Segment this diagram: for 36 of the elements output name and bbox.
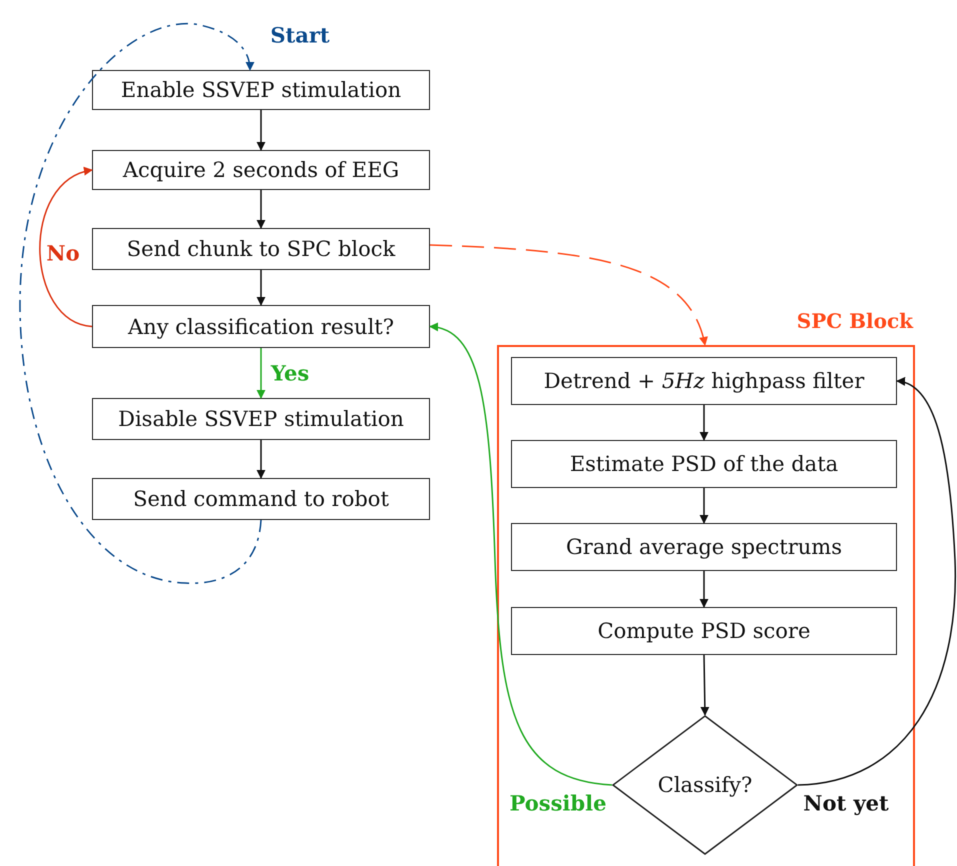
node-text: Detrend + 5Hz highpass filter	[544, 369, 864, 393]
process-box	[92, 478, 430, 520]
arrow	[256, 440, 266, 479]
arrow	[256, 348, 266, 399]
node-text: Acquire 2 seconds of EEG	[122, 158, 400, 182]
group-heading: SPC Block	[796, 309, 913, 333]
node-text: Classify?	[658, 773, 752, 797]
arrow	[256, 110, 266, 151]
process-box	[511, 523, 897, 571]
arrow	[430, 244, 708, 346]
node-text: Any classification result?	[128, 314, 394, 338]
process-box	[92, 228, 430, 270]
arrow	[19, 23, 262, 584]
arrow	[256, 190, 266, 229]
arrow	[700, 488, 708, 524]
arrow	[700, 405, 708, 441]
node-text: Send chunk to SPC block	[126, 237, 396, 261]
process-box	[92, 398, 430, 440]
arrow	[700, 571, 708, 608]
process-box	[511, 607, 897, 655]
process-box	[92, 70, 430, 110]
node-text: Enable SSVEP stimulation	[120, 78, 402, 102]
arrow	[39, 168, 93, 328]
arrow	[700, 654, 710, 716]
process-box	[92, 305, 430, 348]
arrow	[429, 323, 612, 786]
arrow	[256, 270, 266, 306]
process-box	[92, 150, 430, 190]
node-text: Grand average spectrums	[566, 535, 842, 559]
node-text: Estimate PSD of the data	[570, 452, 838, 476]
node-text: Send command to robot	[133, 487, 389, 511]
node-text: Disable SSVEP stimulation	[118, 407, 404, 431]
process-box	[511, 440, 897, 488]
process-box	[511, 357, 897, 405]
arrow	[798, 378, 956, 786]
node-text: Compute PSD score	[598, 619, 810, 643]
